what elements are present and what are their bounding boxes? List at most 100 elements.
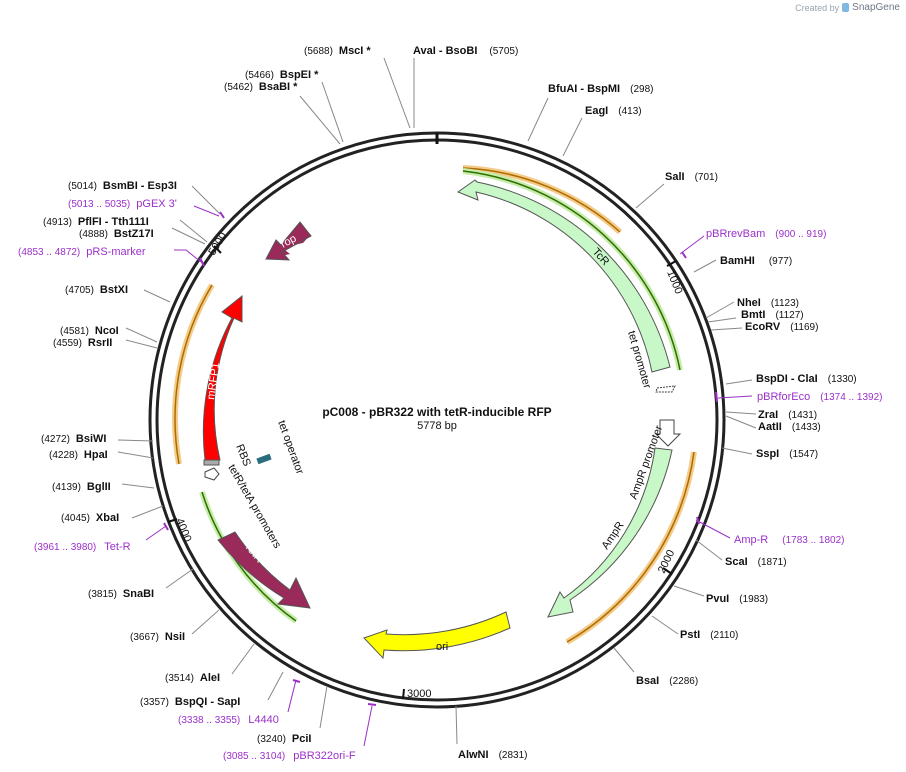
svg-text:(5466)BspEI *: (5466)BspEI * [245, 69, 319, 81]
svg-text:(5013 .. 5035)pGEX 3': (5013 .. 5035) pGEX 3' [68, 198, 177, 210]
primer-name-pbrforeco: pBRforEco [757, 391, 810, 403]
tick-label-1000: 1000 [664, 269, 684, 296]
site-name-snabi: SnaBI [123, 588, 154, 600]
site-name-ncoi: NcoI [95, 325, 119, 337]
tetr-promoter-arrow [204, 467, 220, 481]
site-name-xbai: XbaI [96, 512, 119, 524]
feature-mrfp1 [202, 294, 243, 461]
site-name-nsii: NsiI [165, 631, 185, 643]
primer-pos-pbrrevbam: (900 .. 919) [775, 229, 826, 240]
primer-pos-amp-r: (1783 .. 1802) [782, 535, 844, 546]
svg-text:NheI(1123): NheI(1123) [737, 297, 799, 309]
primer-pos-pgex: (5013 .. 5035) [68, 199, 130, 210]
tick-2000 [662, 567, 673, 575]
feature-rop-arrow [265, 221, 312, 261]
site-pos-bsiwi: (4272) [41, 434, 70, 445]
site-name-avai: AvaI - BsoBI [413, 45, 477, 57]
orf-ampr-orange [565, 451, 697, 645]
svg-text:(3338 .. 3355)L4440: (3338 .. 3355)L4440 [178, 714, 279, 726]
primer-name-amp-r: Amp-R [734, 534, 768, 546]
svg-text:(3815)SnaBI: (3815)SnaBI [88, 588, 154, 600]
site-pos-zrai: (1431) [788, 410, 817, 421]
tick-label-3000: 3000 [407, 688, 431, 700]
credit-prefix: Created by [795, 2, 840, 13]
site-name-sspi: SspI [756, 448, 779, 460]
feature-label-tet-operator: tet operator [275, 419, 306, 476]
svg-text:ZraI(1431): ZraI (1431) [758, 409, 817, 421]
site-name-pvui: PvuI [706, 593, 729, 605]
site-pos-bsai: (2286) [669, 676, 698, 687]
site-name-psti: PstI [680, 629, 700, 641]
site-pos-avai: (5705) [489, 46, 518, 57]
primer-pos-pbrforeco: (1374 .. 1392) [820, 392, 882, 403]
site-name-tth111i: PflFI - Tth111I [78, 216, 149, 228]
site-pos-hpai: (4228) [49, 450, 78, 461]
site-pos-bspdi: (1330) [828, 374, 857, 385]
svg-text:BmtI(1127): BmtI (1127) [741, 309, 804, 321]
site-name-bfuai: BfuAI - BspMI [548, 83, 620, 95]
site-pos-eagi: (413) [618, 106, 641, 117]
primer-labels: (5013 .. 5035)pGEX 3' (4853 .. 4872)pRS-… [18, 198, 882, 762]
tet-promoter-arrow [655, 385, 676, 393]
feature-label-ori: ori [436, 641, 448, 653]
primer-name-pgex: pGEX 3' [136, 198, 177, 210]
orf-mrfp1-orange-line [174, 284, 213, 465]
svg-text:BsaI(2286): BsaI (2286) [636, 675, 698, 687]
svg-text:EagI(413): EagI(413) [585, 105, 642, 117]
site-pos-bsabi: (5462) [224, 82, 253, 93]
svg-text:AatII(1433): AatII(1433) [758, 421, 821, 433]
site-name-rsrii: RsrII [88, 337, 112, 349]
orf-tetr-green-line [201, 491, 297, 622]
site-pos-pcii: (3240) [257, 734, 286, 745]
site-pos-ecorv: (1169) [790, 322, 818, 333]
site-name-bsai: BsaI [636, 675, 659, 687]
site-name-pcii: PciI [292, 733, 312, 745]
site-pos-pvui: (1983) [739, 594, 768, 605]
site-name-bsiwi: BsiWI [76, 433, 107, 445]
site-name-ecorv: EcoRV [745, 321, 781, 333]
snapgene-logo-icon [842, 3, 850, 12]
svg-text:(4559)RsrII: (4559) RsrII [53, 337, 112, 349]
site-pos-rsrii: (4559) [53, 338, 82, 349]
feature-ampr [547, 447, 673, 618]
map-title: pC008 - pBR322 with tetR-inducible RFP [322, 405, 551, 419]
svg-text:Amp-R(1783 .. 1802): Amp-R (1783 .. 1802) [734, 534, 845, 546]
primer-marks [163, 211, 718, 706]
site-name-bmti: BmtI [741, 309, 765, 321]
svg-text:(4228)HpaI: (4228)HpaI [49, 449, 108, 461]
svg-text:(5014)BsmBI - Esp3I: (5014) BsmBI - Esp3I [68, 180, 177, 192]
svg-text:(4139)BglII: (4139) BglII [52, 481, 111, 493]
site-labels: (5688)MscI * AvaI - BsoBI(5705) (5466)Bs… [41, 45, 857, 761]
site-pos-nsii: (3667) [130, 632, 159, 643]
site-pos-bfuai: (298) [630, 84, 653, 95]
svg-text:ScaI(1871): ScaI(1871) [725, 556, 787, 568]
site-pos-bstz17i: (4888) [79, 229, 108, 240]
svg-text:AvaI - BsoBI(5705): AvaI - BsoBI (5705) [413, 45, 518, 57]
site-pos-bglii: (4139) [52, 482, 81, 493]
orf-tcr-outer-line [462, 167, 621, 233]
site-pos-esp3i: (5014) [68, 181, 97, 192]
site-pos-alwni: (2831) [499, 750, 528, 761]
svg-text:(3667)NsiI: (3667) NsiI [130, 631, 185, 643]
site-name-sali: SalI [665, 171, 685, 183]
svg-text:(4913)PflFI - Tth111I: (4913)PflFI - Tth111I [43, 216, 149, 228]
site-pos-bmti: (1127) [775, 310, 803, 321]
site-pos-msci: (5688) [304, 46, 333, 57]
primer-pos-l4440: (3338 .. 3355) [178, 715, 240, 726]
svg-text:(3514)AleI: (3514)AleI [165, 672, 220, 684]
svg-text:(4888)BstZ17I: (4888)BstZ17I [79, 228, 154, 240]
orf-tcr-green-line [462, 170, 681, 371]
site-name-zrai: ZraI [758, 409, 778, 421]
site-name-esp3i: BsmBI - Esp3I [103, 180, 177, 192]
site-name-scai: ScaI [725, 556, 748, 568]
site-pos-bamhi: (977) [769, 256, 792, 267]
site-name-bglii: BglII [87, 481, 111, 493]
feature-label-mrfp1: mRFP1 [205, 362, 222, 401]
tick-5000 [213, 245, 222, 254]
primer-pos-prs-marker: (4853 .. 4872) [18, 247, 80, 258]
svg-text:pBRrevBam(900 .. 919): pBRrevBam(900 .. 919) [706, 228, 826, 240]
credit-brand: SnapGene [852, 2, 900, 13]
site-pos-sali: (701) [695, 172, 718, 183]
site-name-alwni: AlwNI [458, 749, 489, 761]
